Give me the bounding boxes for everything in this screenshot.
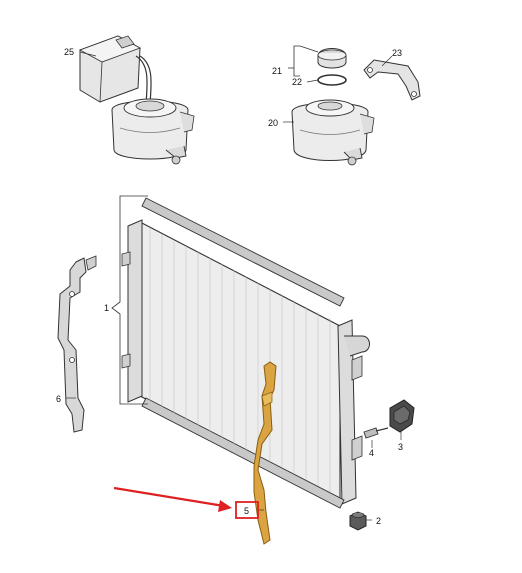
callout-4: 4 [369, 448, 374, 458]
highlight-box [235, 501, 259, 519]
callout-1: 1 [104, 303, 109, 313]
drain-plug [349, 511, 367, 531]
highlighted-seal [253, 361, 277, 545]
group-bracket-1 [111, 195, 148, 405]
fluid-bottle [79, 35, 152, 109]
expansion-tank-left [111, 98, 195, 165]
callout-6: 6 [56, 394, 61, 404]
callout-21: 21 [272, 66, 282, 76]
group-bracket-21-22 [288, 45, 319, 77]
callout-5: 5 [244, 506, 249, 516]
screw [363, 427, 389, 439]
tank-bracket [363, 59, 421, 101]
callout-25: 25 [64, 47, 74, 57]
radiator [121, 197, 370, 509]
highlight-arrow [113, 486, 232, 512]
side-seal [57, 255, 97, 433]
temperature-sensor [389, 399, 415, 433]
leader-lines [66, 51, 402, 521]
callout-23: 23 [392, 48, 402, 58]
expansion-tank-right [291, 99, 375, 166]
callout-22: 22 [292, 77, 302, 87]
filler-cap [317, 48, 347, 69]
callout-20: 20 [268, 118, 278, 128]
callout-2: 2 [376, 516, 381, 526]
callout-3: 3 [398, 442, 403, 452]
seal-ring [317, 74, 347, 86]
